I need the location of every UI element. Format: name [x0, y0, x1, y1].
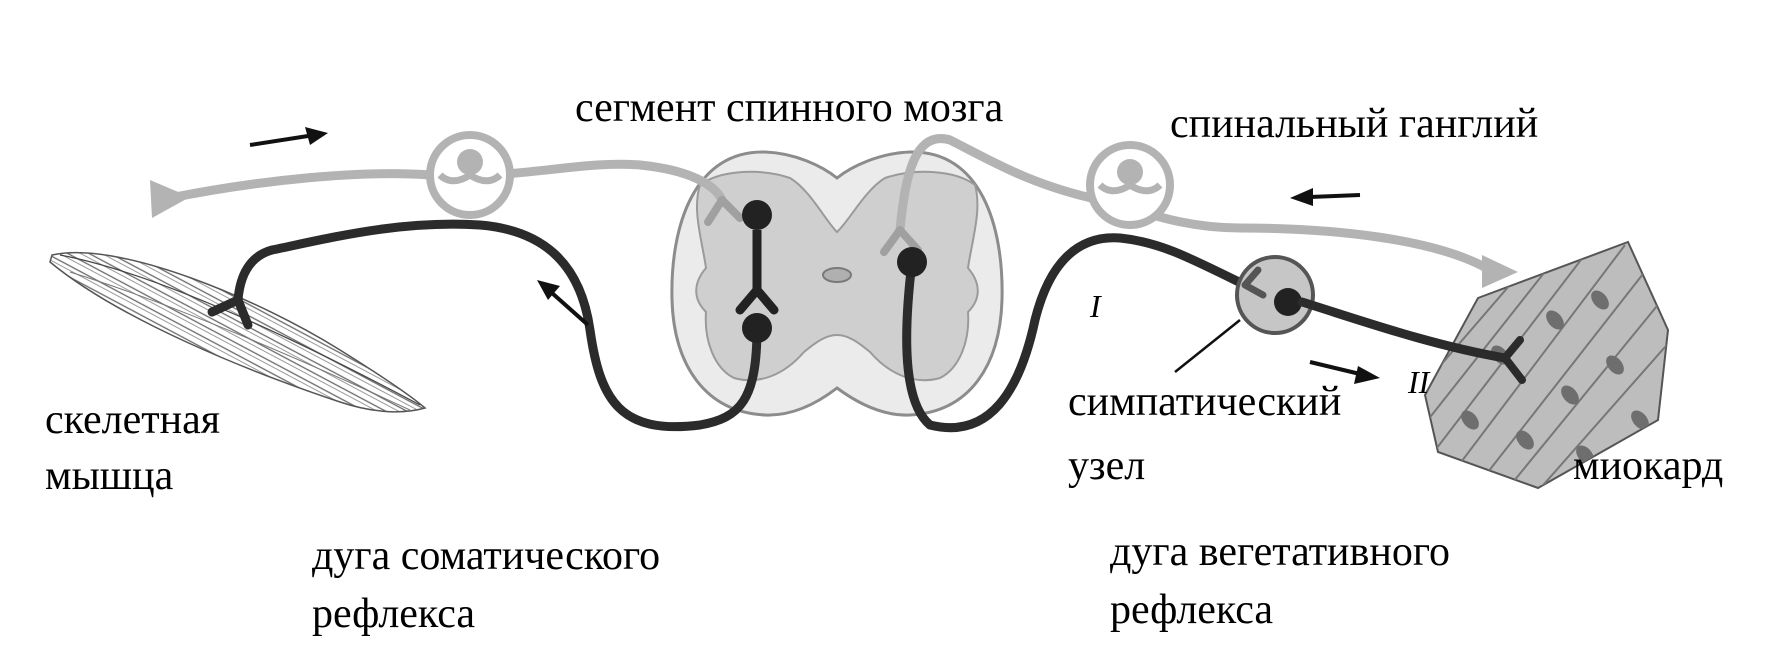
somatic-receptor-ending	[150, 180, 190, 218]
label-sympathetic-node-line2: узел	[1068, 443, 1146, 489]
label-vegetative-arc-line1: дуга вегетативного	[1110, 529, 1451, 575]
spinal-ganglion-left	[426, 131, 514, 219]
label-vegetative-arc-line2: рефлекса	[1110, 587, 1274, 633]
somatic-motor-fiber	[233, 219, 762, 432]
postganglionic-neuron	[1274, 288, 1302, 316]
label-myocardium: миокард	[1573, 443, 1724, 489]
somatic-interneuron	[735, 200, 779, 315]
central-canal	[822, 267, 852, 283]
skeletal-muscle	[49, 251, 427, 413]
label-skeletal-muscle-line2: мышца	[45, 453, 174, 499]
label-sympathetic-node-line1: симпатический	[1068, 379, 1342, 425]
arrow-somatic-efferent	[537, 280, 590, 327]
preganglionic-neuron	[897, 247, 927, 277]
effector-ending	[1501, 336, 1526, 384]
label-spinal-ganglion: спинальный ганглий	[1170, 101, 1539, 147]
sympathetic-node-pointer	[1174, 319, 1241, 373]
arrow-afferent-left	[249, 127, 328, 147]
afferent-synapses	[704, 196, 922, 256]
label-spinal-segment: сегмент спинного мозга	[575, 85, 1004, 131]
somatic-motor-neuron	[742, 313, 772, 343]
label-neuron-one: I	[1090, 288, 1101, 324]
label-somatic-arc-line2: рефлекса	[312, 591, 476, 637]
label-skeletal-muscle-line1: скелетная	[45, 397, 221, 443]
postganglionic-fiber	[1297, 297, 1510, 363]
preganglionic-fiber	[902, 233, 1250, 433]
spinal-ganglion-right	[1086, 141, 1174, 229]
motor-end-plate	[207, 295, 253, 330]
label-neuron-two: II	[1408, 364, 1430, 400]
visceral-receptor-ending	[1482, 255, 1518, 288]
arrow-vegetative-efferent	[1309, 360, 1380, 384]
sympathetic-ganglion	[1235, 255, 1315, 335]
label-somatic-arc-line1: дуга соматического	[312, 533, 661, 579]
direction-arrows	[249, 127, 1380, 384]
arrow-afferent-right	[1290, 188, 1361, 206]
